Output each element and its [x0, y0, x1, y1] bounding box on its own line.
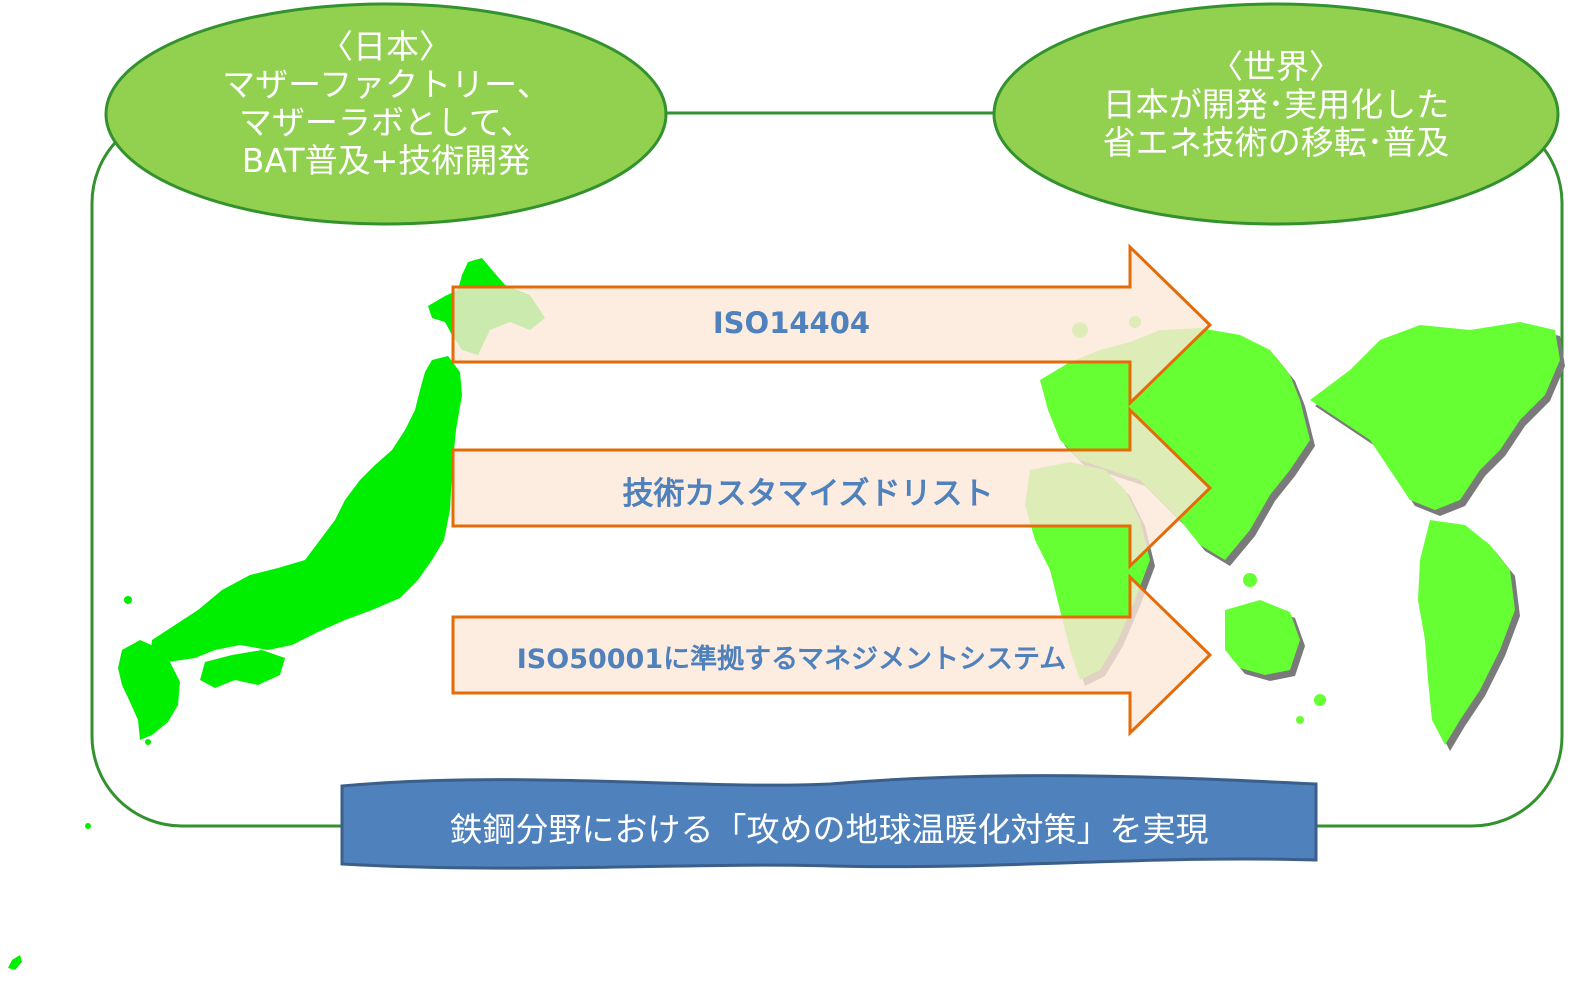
world-line2: 省エネ技術の移転･普及 [1102, 123, 1450, 162]
japan-line2: マザーラボとして、 [238, 103, 534, 142]
japan-oval [104, 2, 668, 226]
arrow-customized-list [451, 406, 1213, 570]
arrow-label-iso14404: ISO14404 [712, 306, 871, 340]
banner-label: 鉄鋼分野における「攻めの地球温暖化対策」を実現 [449, 810, 1209, 849]
world-oval [992, 2, 1560, 226]
japan-line3: BAT普及+技術開発 [241, 141, 531, 180]
arrow-label-iso50001: ISO50001に準拠するマネジメントシステム [516, 644, 1067, 675]
world-bracket-label: 〈世界〉 [1210, 47, 1342, 86]
japan-line1: マザーファクトリー、 [222, 65, 550, 104]
japan-oval-text: 〈日本〉 マザーファクトリー、 マザーラボとして、 BAT普及+技術開発 [150, 28, 622, 180]
arrow-label-customized-list: 技術カスタマイズドリスト [622, 476, 994, 512]
arrow-iso50001 [451, 573, 1213, 737]
world-oval-text: 〈世界〉 日本が開発･実用化した 省エネ技術の移転･普及 [1036, 48, 1516, 162]
japan-bracket-label: 〈日本〉 [320, 27, 452, 66]
world-line1: 日本が開発･実用化した [1102, 85, 1450, 124]
result-banner [340, 774, 1318, 870]
arrow-iso14404 [451, 243, 1213, 407]
